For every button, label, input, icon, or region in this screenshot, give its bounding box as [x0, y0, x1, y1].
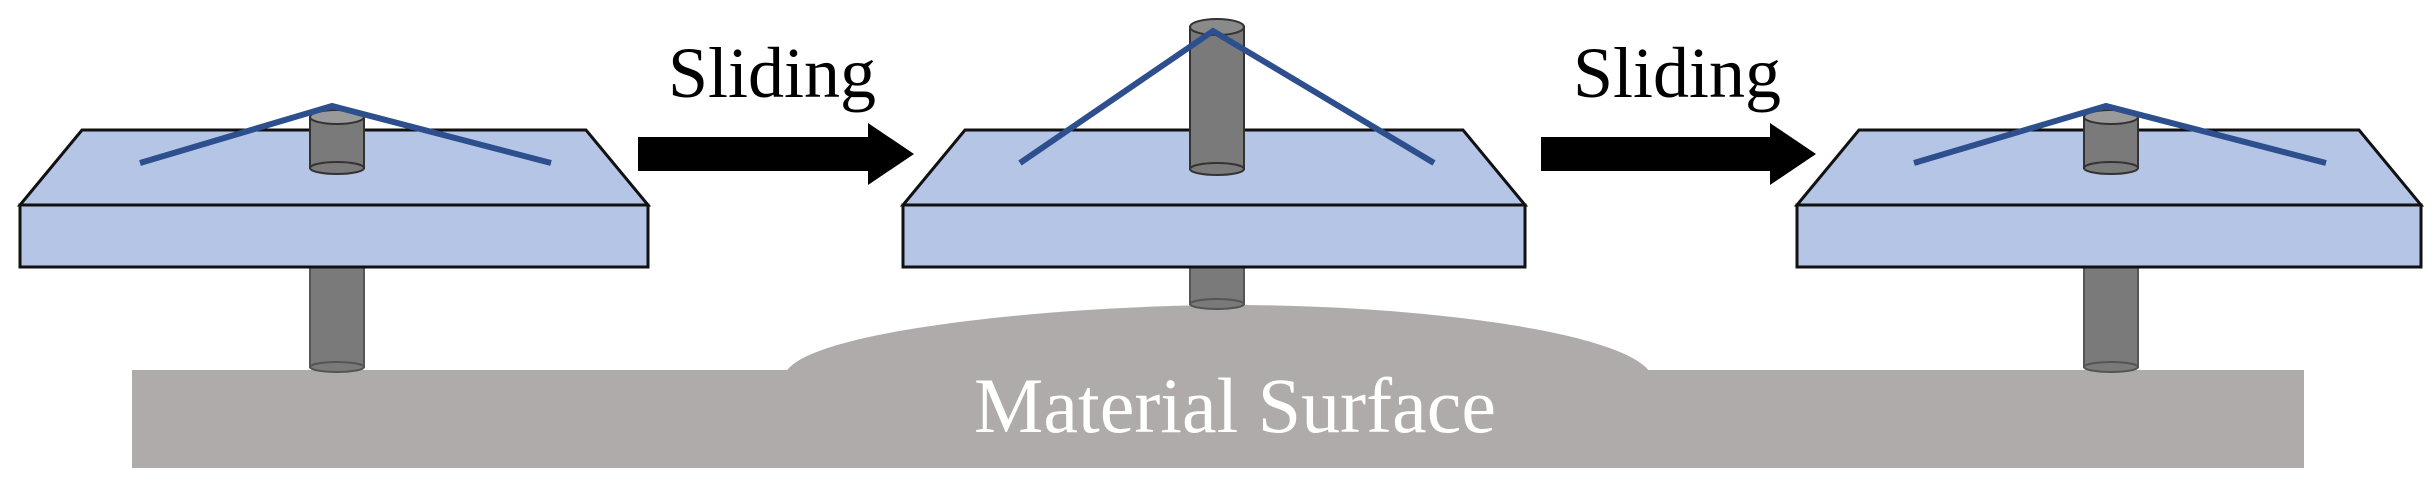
stage-before-sliding: [16, 102, 652, 373]
surface-bump: [786, 305, 1650, 372]
surface-base: [132, 370, 2304, 468]
plate-front-face: [901, 203, 1527, 269]
pin-upper-shaft: [1189, 26, 1245, 170]
plate-front-face: [18, 203, 650, 269]
sliding-arrow-2: Sliding: [1541, 33, 1816, 185]
sliding-arrow-1: Sliding: [638, 33, 914, 185]
pin-base-ellipse: [2083, 161, 2139, 175]
arrow-shape: [638, 123, 914, 185]
pin-lower-shaft: [309, 261, 365, 368]
arrow-label: Sliding: [668, 33, 876, 113]
pin-lower-shaft: [1189, 261, 1245, 305]
arrow-shape: [1541, 123, 1816, 185]
material-surface: Material Surface: [132, 305, 2304, 468]
wire: [139, 102, 552, 166]
stage-during-sliding: [899, 18, 1529, 310]
pin-bottom-cap: [309, 361, 365, 373]
wire: [1018, 27, 1436, 166]
pin-base-ellipse: [1189, 162, 1245, 176]
pin-lower-shaft: [2083, 261, 2139, 368]
plate-front-face: [1795, 203, 2423, 269]
pin-bottom-cap: [2083, 361, 2139, 373]
pin-bottom-cap: [1189, 298, 1245, 310]
wire: [1913, 102, 2327, 166]
pin-base-ellipse: [309, 161, 365, 175]
arrow-label: Sliding: [1573, 33, 1781, 113]
stage-after-sliding: [1793, 102, 2425, 373]
surface-label: Material Surface: [974, 362, 1496, 449]
